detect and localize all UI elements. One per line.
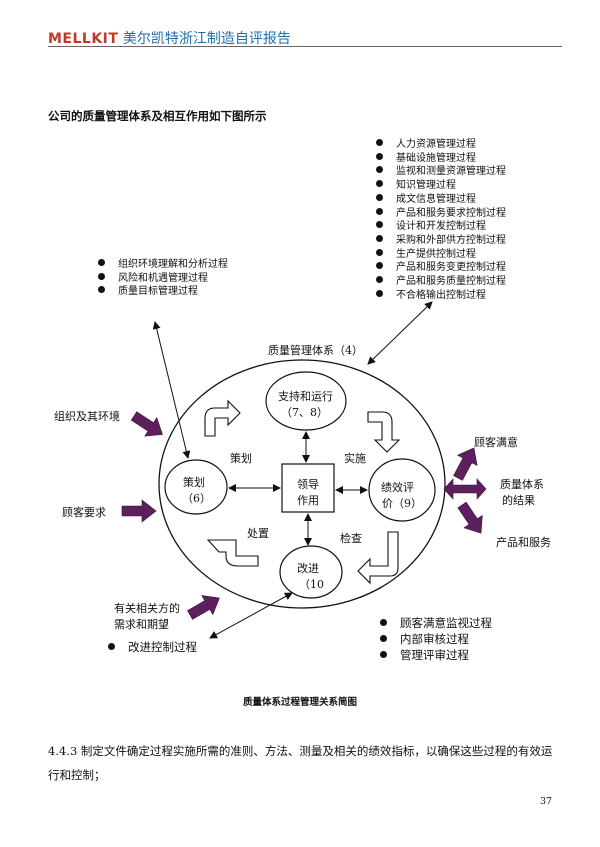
report-title: 美尔凯特浙江制造自评报告: [122, 31, 291, 47]
bullet-dot: [376, 180, 383, 188]
org-env-arrow: [130, 411, 163, 437]
product-service-label: 产品和服务: [496, 536, 551, 549]
leader-box: [281, 463, 335, 513]
bullet-dot: [376, 221, 383, 229]
left-list-arrow: [152, 321, 191, 459]
intro-text: 公司的质量管理体系及相互作用如下图所示: [48, 109, 267, 123]
org-env-label: 组织及其环境: [54, 410, 120, 423]
list-item: 产品和服务变更控制过程: [376, 261, 506, 275]
product-arrow: [457, 501, 483, 534]
bullet-dot: [376, 248, 383, 256]
improve-ctrl-item: 改进控制过程: [108, 639, 197, 655]
stakeholder-label-2: 需求和期望: [114, 618, 169, 631]
perf-label-2: 价（9）: [382, 497, 422, 510]
stakeholder-label-1: 有关相关方的: [114, 602, 180, 615]
improve-label-2: （10: [299, 578, 324, 591]
perf-circle: [368, 458, 436, 522]
plan-label-1: 策划: [183, 476, 205, 489]
bullet-dot: [376, 276, 383, 284]
leader-label-1: 领导: [297, 478, 319, 491]
qms-result-arrow: [443, 478, 487, 500]
bullet-dot: [376, 139, 383, 146]
list-item: 知识管理过程: [376, 179, 506, 193]
support-label-2: （7、8）: [281, 406, 328, 419]
plan-circle: [164, 459, 228, 515]
list-item: 内部审核过程: [380, 631, 492, 647]
bullet-dot: [376, 289, 383, 297]
page-number: 37: [540, 796, 553, 807]
improve-ctrl-arrow: [209, 592, 293, 639]
list-item: 基础设施管理过程: [376, 152, 506, 166]
bullet-dot: [376, 234, 383, 242]
customer-sat-label: 顾客满意: [474, 436, 518, 449]
qms-result-label-1: 质量体系: [500, 478, 544, 491]
cycle-arrow-support-perf: [367, 411, 401, 453]
implement-phase-label: 实施: [344, 452, 366, 465]
check-phase-label: 检查: [340, 532, 362, 545]
list-item: 成文信息管理过程: [376, 193, 506, 207]
improve-label-1: 改进: [297, 562, 319, 575]
brand-logo-text: MELLKIT: [48, 31, 119, 47]
bullet-dot: [108, 643, 115, 650]
qms-label: 质量管理体系（4）: [268, 344, 363, 357]
list-item: 生产提供控制过程: [376, 248, 506, 262]
list-item: 不合格输出控制过程: [376, 289, 506, 303]
body-paragraph: 4.4.3 制定文件确定过程实施所需的准则、方法、测量及相关的绩效指标，以确保这…: [48, 744, 553, 782]
cycle-arrow-plan-support: [204, 399, 241, 437]
improve-circle: [279, 545, 343, 599]
customer-sat-arrow: [453, 447, 478, 481]
evaluation-process-list: 顾客满意监视过程内部审核过程管理评审过程: [380, 615, 492, 663]
bullet-dot: [380, 619, 387, 626]
page-header: MELLKIT 美尔凯特浙江制造自评报告: [48, 28, 291, 48]
figure-caption: 质量体系过程管理关系简图: [242, 697, 357, 708]
list-item: 管理评审过程: [380, 647, 492, 663]
bullet-dot: [380, 635, 387, 642]
list-item: 顾客满意监视过程: [380, 615, 492, 631]
support-label-1: 支持和运行: [278, 390, 333, 403]
list-item: 设计和开发控制过程: [376, 220, 506, 234]
header-divider: [48, 46, 562, 47]
plan-phase-label: 策划: [230, 452, 252, 465]
list-item: 采购和外部供方控制过程: [376, 234, 506, 248]
bullet-dot: [380, 651, 387, 658]
bullet-dot: [98, 286, 105, 294]
list-item: 质量目标管理过程: [98, 285, 228, 299]
perf-label-1: 绩效评: [381, 481, 414, 494]
list-item: 产品和服务质量控制过程: [376, 275, 506, 289]
bullet-dot: [376, 193, 383, 201]
list-item: 人力资源管理过程: [376, 138, 506, 152]
bullet-dot: [376, 207, 383, 215]
right-list-arrow: [367, 301, 433, 365]
handle-phase-label: 处置: [247, 527, 269, 540]
bullet-dot: [376, 262, 383, 270]
support-process-list: 人力资源管理过程基础设施管理过程监视和测量资源管理过程知识管理过程成文信息管理过…: [376, 138, 506, 302]
bullet-dot: [376, 166, 383, 174]
list-item: 监视和测量资源管理过程: [376, 165, 506, 179]
cycle-arrow-perf-improve: [357, 531, 399, 585]
qms-result-label-2: 的结果: [502, 494, 535, 507]
bullet-dot: [98, 272, 105, 280]
customer-req-arrow: [121, 499, 157, 523]
leader-label-2: 作用: [297, 494, 319, 507]
support-circle: [265, 371, 347, 431]
list-item: 产品和服务要求控制过程: [376, 207, 506, 221]
customer-req-label: 顾客要求: [62, 506, 106, 519]
planning-process-list: 组织环境理解和分析过程风险和机遇管理过程质量目标管理过程: [98, 258, 228, 299]
qms-ellipse: [158, 359, 446, 609]
cycle-arrow-improve-plan: [206, 539, 259, 567]
bullet-dot: [376, 152, 383, 160]
stakeholder-arrow: [187, 595, 220, 620]
bullet-dot: [98, 259, 105, 266]
plan-label-2: （6）: [182, 492, 211, 505]
list-item: 风险和机遇管理过程: [98, 272, 228, 286]
list-item: 组织环境理解和分析过程: [98, 258, 228, 272]
